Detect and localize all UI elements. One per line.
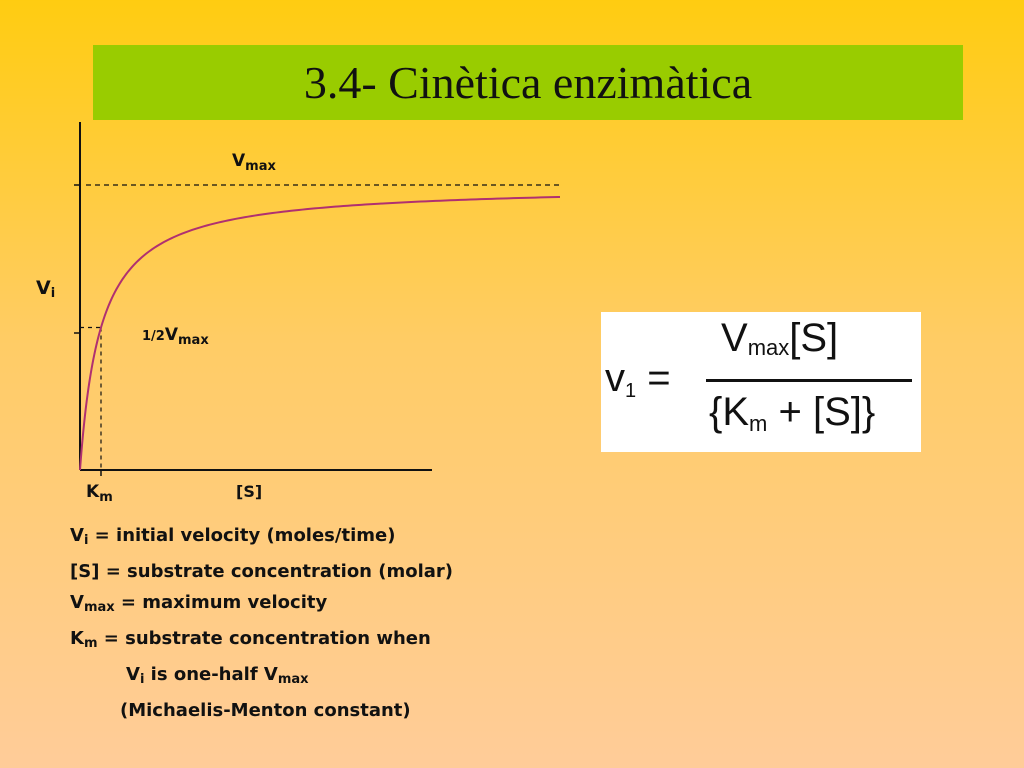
legend-line-half: Vi is one-half Vmax xyxy=(126,664,309,687)
legend-line-vmax: Vmax = maximum velocity xyxy=(70,592,328,615)
slide-title: 3.4- Cinètica enzimàtica xyxy=(303,57,753,108)
michaelis-menten-chart: Vi Vmax 1/2Vmax Km [S] xyxy=(36,122,560,505)
y-axis-label: Vi xyxy=(36,277,55,301)
fraction-bar xyxy=(706,379,912,382)
rate-curve xyxy=(79,195,560,471)
half-vmax-label: 1/2Vmax xyxy=(142,325,209,348)
legend-line-constant: (Michaelis-Menton constant) xyxy=(120,700,411,721)
x-axis-label: [S] xyxy=(236,482,262,501)
legend-line-km: Km = substrate concentration when xyxy=(70,628,431,651)
equation-denominator: {Km + [S]} xyxy=(709,390,876,436)
legend: Vi = initial velocity (moles/time) [S] =… xyxy=(70,520,540,726)
legend-line-s: [S] = substrate concentration (molar) xyxy=(70,561,454,582)
michaelis-menten-equation: v1 = Vmax[S] {Km + [S]} xyxy=(601,312,921,452)
km-label: Km xyxy=(86,482,113,505)
title-bar: 3.4- Cinètica enzimàtica xyxy=(93,45,963,120)
legend-line-vi: Vi = initial velocity (moles/time) xyxy=(70,525,396,548)
equation-lhs: v1 = xyxy=(605,356,671,402)
vmax-label: Vmax xyxy=(232,151,276,174)
equation-numerator: Vmax[S] xyxy=(721,316,839,360)
